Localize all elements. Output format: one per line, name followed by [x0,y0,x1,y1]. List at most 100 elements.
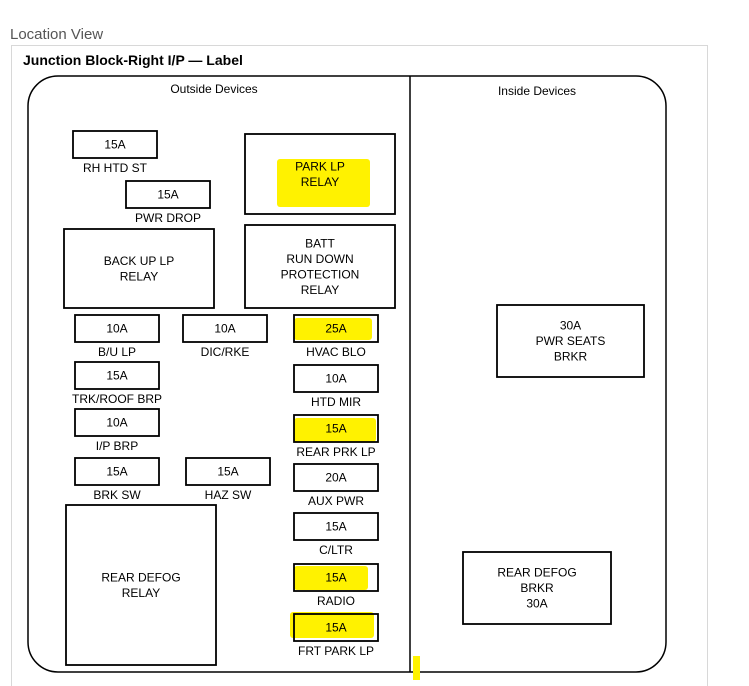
aux-pwr-rating: 20A [325,471,346,485]
ip-brp-rating: 10A [106,416,127,430]
park-lp-relay-box [244,133,396,215]
rh-htd-st-box [72,130,158,159]
brk-sw-name: BRK SW [93,488,141,502]
haz-sw-name: HAZ SW [205,488,252,502]
rh-htd-st-rating: 15A [104,138,125,152]
park-lp-relay-label-line: RELAY [301,175,339,189]
trk-roof-brp-name: TRK/ROOF BRP [72,392,162,406]
pwr-drop-fuse: 15A PWR DROP [125,180,211,225]
aux-pwr-name: AUX PWR [308,494,364,508]
rear-defog-relay-label-line: RELAY [122,586,160,600]
hvac-blo-name: HVAC BLO [306,345,366,359]
ip-brp-fuse: 10A I/P BRP [74,408,160,453]
hvac-blo-fuse: 25A HVAC BLO [293,314,379,359]
hvac-blo-rating: 25A [325,322,346,336]
radio-name: RADIO [317,594,355,608]
back-up-lp-relay-label-line: BACK UP LP [104,254,174,268]
frt-park-lp-highlight [290,612,374,638]
rear-defog-brkr-label-line: BRKR [520,581,554,595]
bu-lp-box [74,314,160,343]
rear-defog-brkr-label-line: 30A [526,597,547,611]
haz-sw-fuse: 15A HAZ SW [185,457,271,502]
pwr-seats-brkr-label-line: BRKR [554,350,588,364]
rear-defog-relay-relay: REAR DEFOG RELAY [65,504,217,666]
ip-brp-name: I/P BRP [96,439,138,453]
trk-roof-brp-box [74,361,160,390]
radio-rating: 15A [325,571,346,585]
rear-defog-brkr-label-line: REAR DEFOG [497,566,576,580]
rear-defog-relay-label-line: REAR DEFOG [101,570,180,584]
pwr-seats-brkr-label-line: 30A [560,319,581,333]
haz-sw-rating: 15A [217,465,238,479]
batt-run-down-relay-box [244,224,396,309]
c-ltr-box [293,512,379,541]
frt-park-lp-box [293,613,379,642]
rear-prk-lp-highlight [294,418,376,442]
radio-box [293,563,379,592]
pwr-drop-name: PWR DROP [135,211,201,225]
pwr-seats-brkr-box [496,304,645,378]
batt-run-down-relay-label-line: RUN DOWN [286,252,353,266]
bu-lp-fuse: 10A B/U LP [74,314,160,359]
aux-pwr-box [293,463,379,492]
diagram-frame [11,45,708,686]
brk-sw-box [74,457,160,486]
trk-roof-brp-rating: 15A [106,369,127,383]
radio-fuse: 15A RADIO [293,563,379,608]
junction-block-outline [27,75,667,673]
dic-rke-fuse: 10A DIC/RKE [182,314,268,359]
aux-pwr-fuse: 20A AUX PWR [293,463,379,508]
rear-defog-relay-box [65,504,217,666]
htd-mir-name: HTD MIR [311,395,361,409]
dic-rke-rating: 10A [214,322,235,336]
htd-mir-fuse: 10A HTD MIR [293,364,379,409]
rear-prk-lp-name: REAR PRK LP [296,445,375,459]
park-lp-relay-label-line: PARK LP [295,159,345,173]
hvac-blo-highlight [294,318,372,340]
batt-run-down-relay-label-line: BATT [305,236,335,250]
back-up-lp-relay-label-line: RELAY [120,269,158,283]
back-up-lp-relay-box [63,228,215,309]
c-ltr-fuse: 15A C/LTR [293,512,379,557]
radio-highlight [294,566,368,590]
park-lp-relay-relay: PARK LP RELAY [244,133,396,215]
pwr-seats-brkr-label-line: PWR SEATS [536,334,606,348]
hvac-blo-box [293,314,379,343]
htd-mir-box [293,364,379,393]
batt-run-down-relay-label-line: RELAY [301,283,339,297]
bu-lp-rating: 10A [106,322,127,336]
brk-sw-fuse: 15A BRK SW [74,457,160,502]
htd-mir-rating: 10A [325,372,346,386]
dic-rke-box [182,314,268,343]
pwr-drop-rating: 15A [157,188,178,202]
haz-sw-box [185,457,271,486]
page-title: Location View [10,26,104,43]
pwr-drop-box [125,180,211,209]
park-lp-relay-highlight [277,159,370,207]
batt-run-down-relay-label-line: PROTECTION [281,267,360,281]
c-ltr-rating: 15A [325,520,346,534]
outside-devices-heading: Outside Devices [170,82,257,96]
rh-htd-st-name: RH HTD ST [83,161,148,175]
rear-prk-lp-box [293,414,379,443]
trk-roof-brp-fuse: 15A TRK/ROOF BRP [72,361,162,406]
brk-sw-rating: 15A [106,465,127,479]
ip-brp-box [74,408,160,437]
bu-lp-name: B/U LP [98,345,136,359]
rh-htd-st-fuse: 15A RH HTD ST [72,130,158,175]
divider-highlight-mark [413,656,420,680]
frt-park-lp-rating: 15A [325,621,346,635]
rear-defog-brkr-box [462,551,612,625]
diagram-title: Junction Block-Right I/P — Label [23,52,243,68]
rear-prk-lp-rating: 15A [325,422,346,436]
c-ltr-name: C/LTR [319,543,353,557]
dic-rke-name: DIC/RKE [201,345,250,359]
inside-devices-heading: Inside Devices [498,84,576,98]
